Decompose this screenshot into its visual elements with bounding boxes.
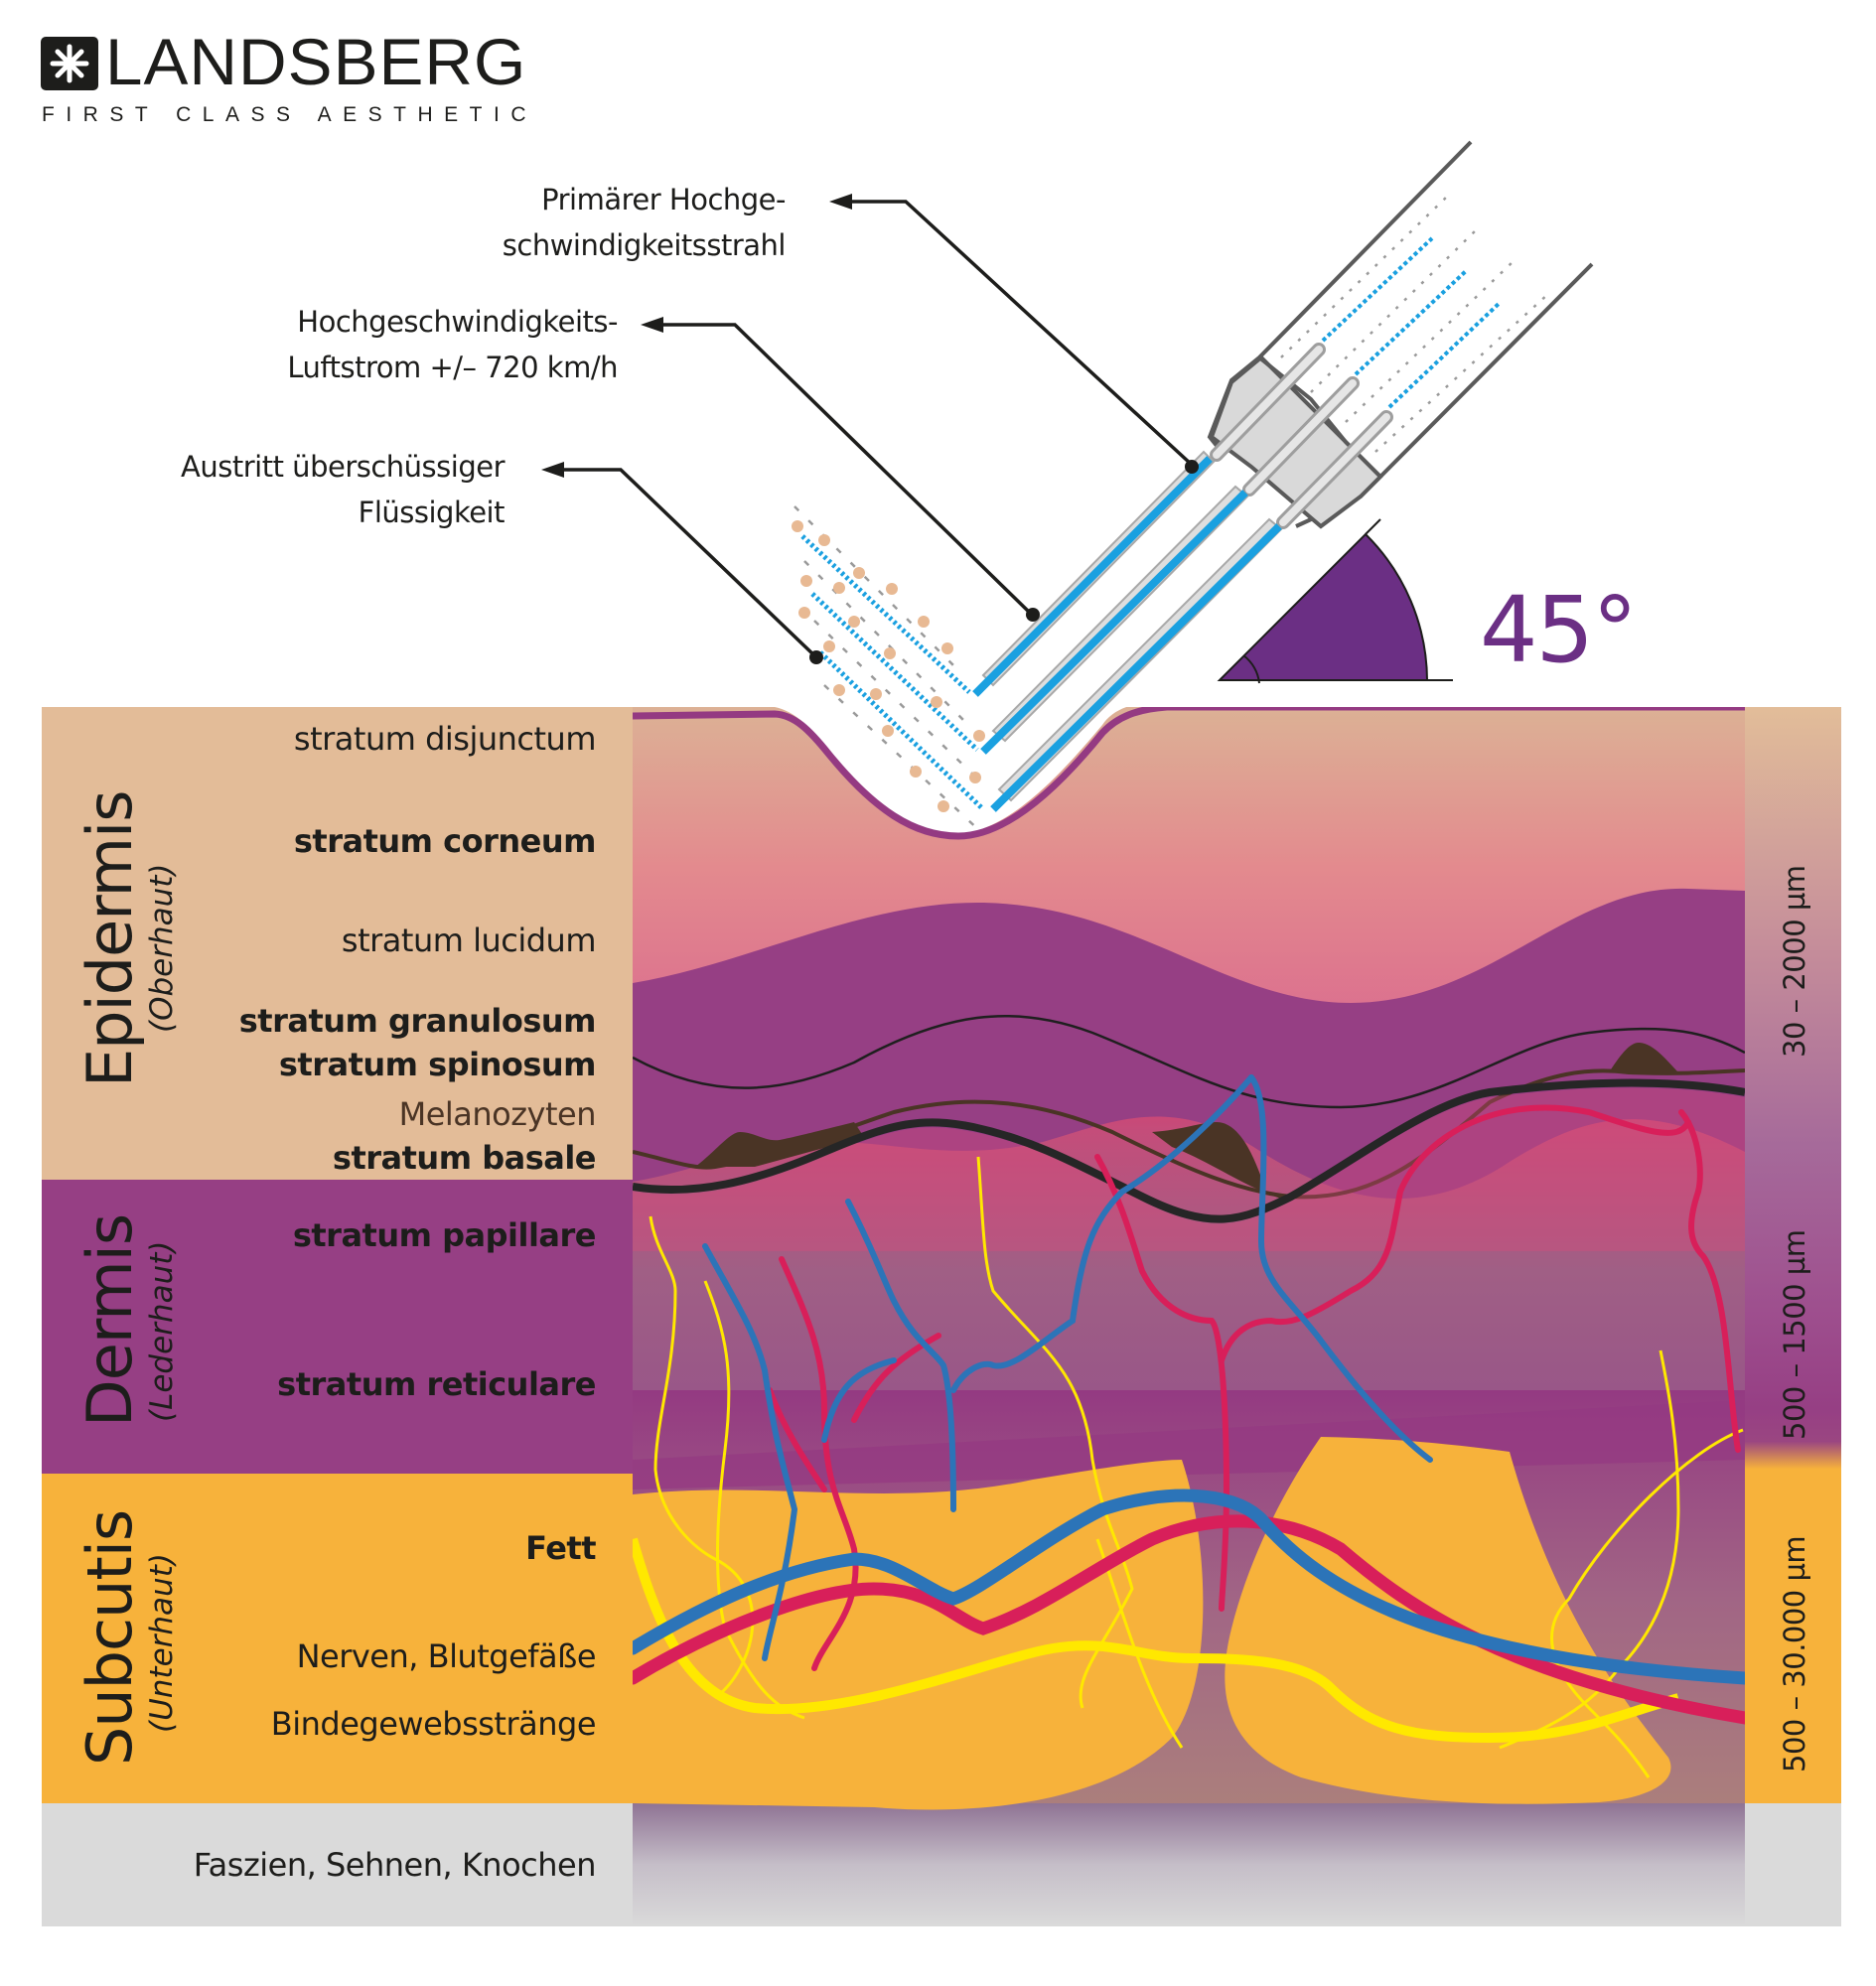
leader-arrowheads <box>541 194 1199 664</box>
skin-surface-line <box>633 707 1745 840</box>
epidermis-title: Epidermis <box>73 790 146 1087</box>
arteries <box>633 1104 1745 1725</box>
brand-name: LANDSBERG <box>105 25 527 98</box>
logo-icon-box <box>41 37 98 90</box>
base-labels: Faszien, Sehnen, Knochen <box>42 1803 597 1926</box>
callout-line: Austritt überschüssiger <box>181 450 505 484</box>
angle-indicator <box>1217 518 1453 684</box>
veins <box>633 1074 1745 1685</box>
handpiece <box>972 140 1594 812</box>
subcutis-subtitle: (Unterhaut) <box>144 1553 180 1733</box>
stratum-label: stratum spinosum <box>278 1046 597 1083</box>
stratum-label: stratum papillare <box>292 1216 597 1254</box>
stratum-label: stratum reticulare <box>277 1365 596 1403</box>
stratum-label: stratum granulosum <box>238 1002 597 1040</box>
base-fade <box>633 1803 1745 1926</box>
stratum-label: Nerven, Blutgefäße <box>296 1637 597 1675</box>
dermis-panel <box>42 1180 634 1474</box>
base-label: Faszien, Sehnen, Knochen <box>193 1846 597 1884</box>
subcutis-panel <box>42 1474 634 1803</box>
subcutis-labels: Fett Nerven, Blutgefäße Bindegewebssträn… <box>42 1474 597 1803</box>
asterisk-icon <box>50 44 89 83</box>
epidermis-subtitle: (Oberhaut) <box>144 863 180 1033</box>
stratum-label: stratum corneum <box>293 822 597 860</box>
main-nerve <box>633 1537 1680 1744</box>
dermis-subtitle: (Lederhaut) <box>144 1240 180 1422</box>
dermis-title: Dermis <box>73 1213 146 1427</box>
jet-chevrons <box>1321 236 1502 409</box>
callout-primary-jet: Primärer Hochge- schwindigkeitsstrahl <box>502 177 787 268</box>
epidermis-panel <box>42 707 634 1180</box>
callout-excess-fluid: Austritt überschüssiger Flüssigkeit <box>181 444 505 535</box>
angle-label: 45° <box>1480 577 1638 683</box>
callout-airflow: Hochgeschwindigkeits- Luftstrom +/– 720 … <box>287 299 618 390</box>
stratum-label: stratum disjunctum <box>293 720 597 758</box>
nerve-fibers <box>649 1156 1744 1778</box>
subcutis-title: Subcutis <box>73 1509 146 1766</box>
stratum-label: Bindegewebsstränge <box>270 1705 597 1743</box>
capillary-tubes <box>1210 343 1393 529</box>
dermis-labels: stratum papillare stratum reticulare <box>42 1180 596 1474</box>
thickness-strip <box>1745 707 1841 1803</box>
callout-line: Flüssigkeit <box>358 496 505 529</box>
melanocyte-cluster <box>695 1122 864 1167</box>
subcutis-thickness: 500 – 30.000 µm <box>1778 1535 1811 1773</box>
stratum-basale-line <box>633 1078 1745 1223</box>
epidermis-thickness: 30 – 2000 µm <box>1778 865 1811 1058</box>
fat-lobule <box>633 1460 1204 1810</box>
callout-line: Primärer Hochge- <box>541 183 786 216</box>
callout-line: Luftstrom +/– 720 km/h <box>287 351 618 384</box>
leader-lines <box>556 200 1194 659</box>
callout-line: Hochgeschwindigkeits- <box>297 305 618 339</box>
stratum-label: stratum lucidum <box>341 922 597 959</box>
excess-fluid-spray <box>792 505 985 835</box>
primary-jets <box>972 456 1282 812</box>
brand-tagline: FIRST CLASS AESTHETIC <box>42 103 538 126</box>
dermis-thickness: 500 – 1500 µm <box>1778 1229 1811 1440</box>
epidermis-labels: stratum disjunctum stratum corneum strat… <box>42 707 597 1180</box>
stratum-label: Fett <box>525 1529 596 1567</box>
stratum-label: Melanozyten <box>398 1095 597 1133</box>
callout-line: schwindigkeitsstrahl <box>502 228 787 262</box>
stratum-label: stratum basale <box>332 1139 597 1177</box>
melanocyte-cluster <box>1609 1043 1678 1072</box>
